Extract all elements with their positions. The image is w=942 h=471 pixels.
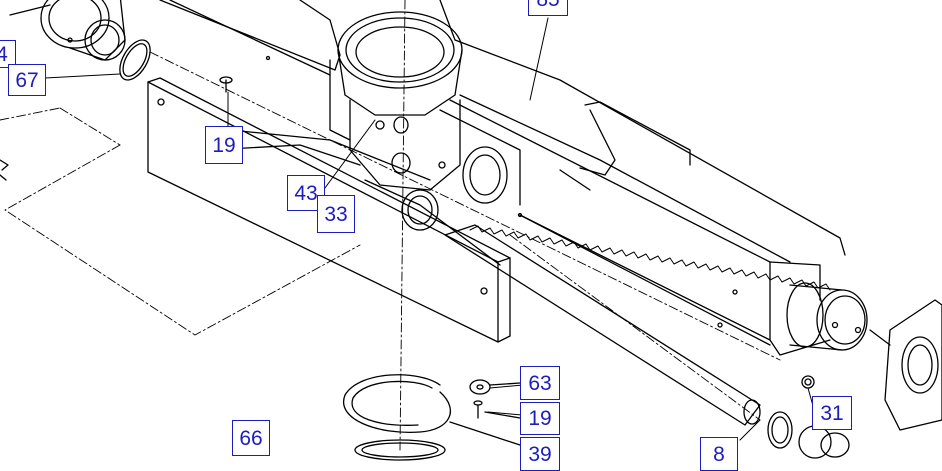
callout-63: 63	[520, 366, 560, 400]
end-cap	[869, 299, 942, 431]
drawing	[0, 0, 942, 461]
callout-43: 43	[287, 175, 325, 211]
callout-31: 31	[812, 396, 852, 430]
toothed-rack	[444, 224, 831, 426]
callout-33: 33	[317, 195, 355, 233]
differential-housing	[337, 11, 508, 231]
callout-85: 85	[528, 0, 568, 16]
leader-lines	[44, 17, 816, 441]
bearing-ring	[354, 421, 521, 461]
center-lines	[0, 0, 781, 451]
axle-housing	[159, 0, 846, 356]
callout-19-bottom: 19	[520, 402, 560, 435]
callout-8: 8	[700, 437, 738, 471]
left-shaft-end	[9, 0, 126, 61]
o-ring	[119, 39, 151, 81]
washer-and-bolt	[469, 379, 521, 419]
callout-19-top: 19	[205, 126, 243, 164]
seal-and-bearing	[767, 375, 850, 459]
snap-ring	[342, 374, 452, 434]
callout-39: 39	[520, 437, 560, 471]
side-plate	[147, 77, 511, 343]
callout-66: 66	[232, 420, 270, 456]
callout-67: 67	[8, 64, 46, 96]
right-hub	[786, 282, 868, 351]
small-fastener	[0, 159, 9, 181]
bolt	[219, 76, 233, 93]
